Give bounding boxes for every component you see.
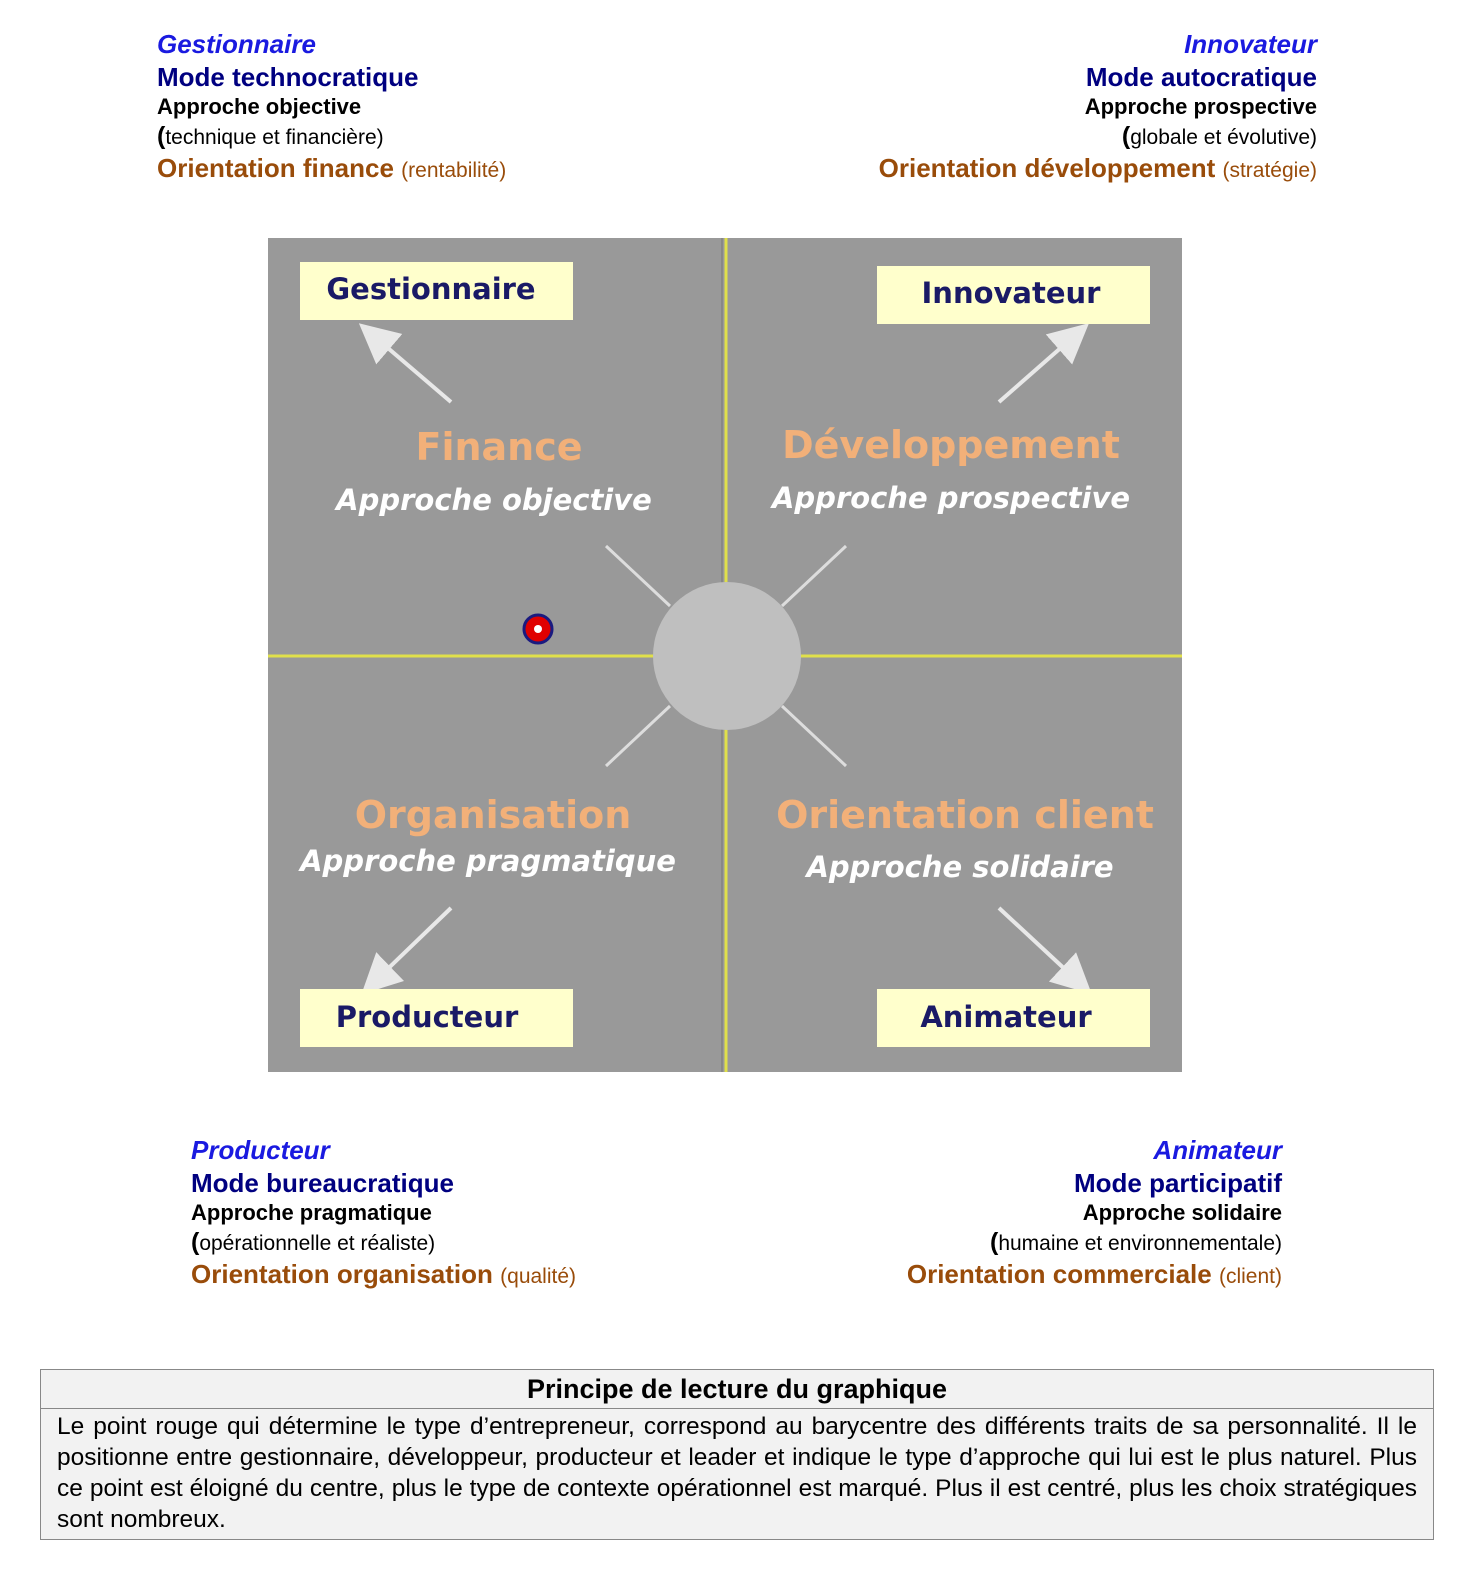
ray-bottom-right (780, 704, 848, 768)
arrow-to-gestionnaire (358, 323, 453, 404)
label-innovateur: Innovateur (922, 276, 1102, 310)
entrepreneur-marker-center (534, 625, 542, 633)
animateur-mode: Mode participatif (1073, 1167, 1282, 1198)
label-gestionnaire: Gestionnaire (326, 272, 535, 306)
innovateur-title: Innovateur (1184, 29, 1317, 59)
innovateur-description: Innovateur Mode autocratique Approche pr… (879, 28, 1317, 184)
label-box-animateur (877, 989, 1150, 1047)
animateur-detail: (humaine et environnementale) (989, 1227, 1282, 1256)
label-box-producteur (300, 989, 573, 1047)
innovateur-orientation: Orientation développement (stratégie) (878, 152, 1317, 183)
center-circle (653, 582, 801, 730)
gestionnaire-description: Gestionnaire Mode technocratique Approch… (157, 28, 506, 184)
animateur-title: Animateur (1153, 1135, 1282, 1165)
reading-principle-text: Le point rouge qui détermine le type d’e… (57, 1413, 1417, 1534)
heading-orientation-client: Orientation client (776, 793, 1154, 837)
heading-finance: Finance (415, 425, 582, 469)
producteur-detail: (opérationnelle et réaliste) (191, 1227, 436, 1256)
ray-bottom-left (604, 704, 672, 768)
label-box-gestionnaire (300, 262, 573, 320)
label-animateur: Animateur (920, 1000, 1092, 1034)
heading-organisation: Organisation (355, 793, 632, 837)
sub-organisation: Approche pragmatique (298, 844, 676, 878)
sub-finance: Approche objective (334, 483, 652, 517)
producteur-approach: Approche pragmatique (191, 1200, 432, 1225)
gestionnaire-mode: Mode technocratique (157, 61, 419, 92)
animateur-orientation: Orientation commerciale (client) (906, 1258, 1282, 1289)
producteur-orientation: Orientation organisation (qualité) (191, 1258, 577, 1289)
ray-top-right (780, 544, 848, 608)
gestionnaire-orientation: Orientation finance (rentabilité) (157, 152, 507, 183)
reading-principle-title: Principe de lecture du graphique (41, 1370, 1433, 1409)
arrow-to-animateur (997, 906, 1092, 995)
arrow-to-innovateur (997, 323, 1090, 404)
quadrant-diagram: Gestionnaire Innovateur Producteur Anima… (268, 238, 1182, 1072)
ray-top-left (604, 544, 672, 608)
gestionnaire-approach: Approche objective (157, 94, 362, 119)
arrow-to-producteur (361, 906, 453, 995)
innovateur-mode: Mode autocratique (1085, 61, 1317, 92)
label-producteur: Producteur (336, 1000, 519, 1034)
producteur-mode: Mode bureaucratique (191, 1167, 454, 1198)
producteur-description: Producteur Mode bureaucratique Approche … (191, 1134, 576, 1290)
sub-developpement: Approche prospective (770, 481, 1130, 515)
reading-principle-box: Principe de lecture du graphique Le poin… (40, 1369, 1434, 1541)
label-box-innovateur (877, 266, 1150, 324)
animateur-description: Animateur Mode participatif Approche sol… (907, 1134, 1282, 1290)
gestionnaire-title: Gestionnaire (157, 29, 316, 59)
animateur-approach: Approche solidaire (1082, 1200, 1282, 1225)
heading-developpement: Développement (782, 423, 1120, 467)
producteur-title: Producteur (191, 1135, 330, 1165)
gestionnaire-detail: (technique et financière) (157, 121, 384, 150)
quadrant-diagram-svg: Gestionnaire Innovateur Producteur Anima… (268, 238, 1182, 1072)
innovateur-approach: Approche prospective (1084, 94, 1317, 119)
sub-orientation-client: Approche solidaire (804, 850, 1113, 884)
innovateur-detail: (globale et évolutive) (1121, 121, 1317, 150)
